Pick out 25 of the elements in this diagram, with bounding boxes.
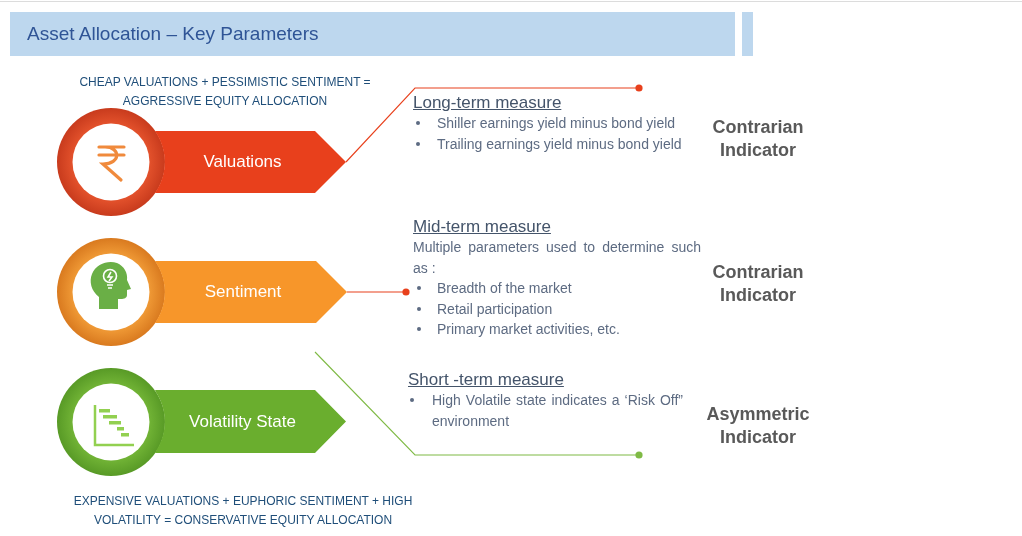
banner-label: Valuations — [203, 152, 282, 172]
bullet-item: Shiller earnings yield minus bond yield — [413, 113, 701, 134]
bullet-item: Primary market activities, etc. — [409, 319, 701, 340]
description-text: Multiple parameters used to determine such as : — [413, 238, 701, 278]
bullet-item: Retail participation — [409, 298, 701, 319]
connector-line — [314, 351, 643, 459]
indicator-label: Asymmetric Indicator — [705, 403, 811, 449]
bullet-item: Trailing earnings yield minus bond yield — [413, 133, 701, 154]
title: Asset Allocation – Key Parameters — [27, 22, 319, 46]
section-heading: Long-term measure — [413, 93, 562, 113]
arrow-banner — [155, 390, 346, 453]
section-heading: Mid-term measure — [413, 217, 551, 237]
banner-label: Volatility State — [189, 411, 296, 432]
connector-line — [346, 288, 410, 296]
bullet-item: Breadth of the market — [409, 278, 701, 299]
allocation-rule-text: EXPENSIVE VALUATIONS + EUPHORIC SENTIMENT + HIGH VOLATILITY = CONSERVATIVE EQUITY ALLOCATION — [72, 493, 414, 529]
indicator-label: Contrarian Indicator — [711, 261, 805, 307]
section-heading: Short -term measure — [408, 370, 564, 390]
allocation-rule-text: CHEAP VALUATIONS + PESSIMISTIC SENTIMENT = AGGRESSIVE EQUITY ALLOCATION — [78, 74, 372, 110]
arrow-banner — [155, 131, 346, 193]
bullet-item: High Volatile state indicates a ‘Risk Off” environment — [405, 390, 683, 431]
connector-line — [345, 84, 643, 163]
arrow-banner — [155, 261, 347, 323]
indicator-label: Contrarian Indicator — [711, 116, 805, 162]
banner-label: Sentiment — [204, 282, 282, 302]
